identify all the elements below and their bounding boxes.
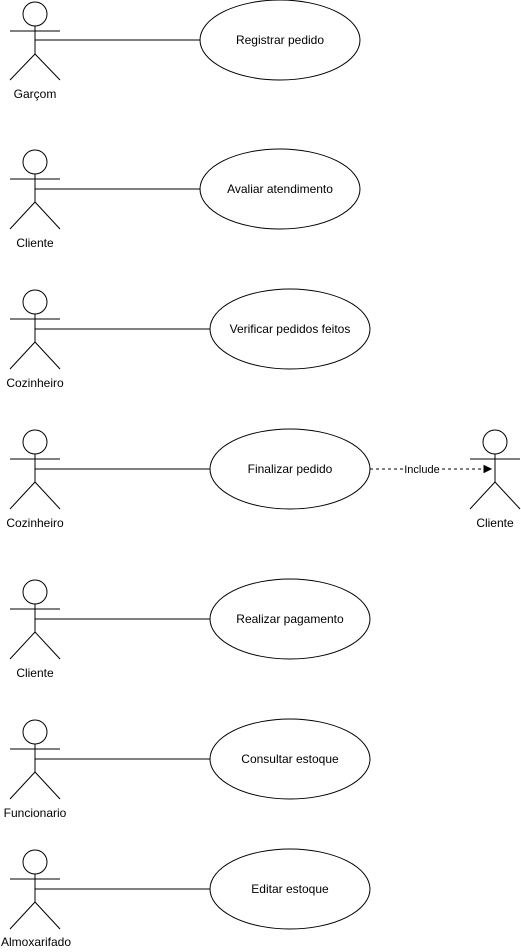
actor-label: Cozinheiro [6, 516, 64, 530]
include-arrowhead-icon [483, 464, 493, 474]
use-case-label: Consultar estoque [241, 752, 339, 766]
use-case-label: Registrar pedido [236, 33, 324, 47]
use-case-ellipse[interactable] [199, 0, 361, 81]
row-7: Almoxarifado Editar estoque [1, 848, 371, 949]
actor-label: Almoxarifado [1, 935, 71, 949]
use-case-ellipse[interactable] [209, 848, 371, 930]
row-6: Funcionario Consultar estoque [4, 718, 371, 820]
use-case-ellipse[interactable] [209, 288, 371, 370]
row-5: Cliente Realizar pagamento [9, 578, 371, 680]
use-case-label: Finalizar pedido [248, 462, 333, 476]
actor-figure[interactable] [9, 1, 61, 81]
actor-figure[interactable] [9, 429, 61, 510]
row-1: Garçom Registrar pedido [9, 0, 361, 101]
use-case-ellipse[interactable] [199, 148, 361, 230]
actor-figure[interactable] [9, 149, 61, 230]
actor-figure[interactable] [9, 579, 61, 660]
use-case-label: Editar estoque [251, 882, 329, 896]
actor-label: Cliente [16, 666, 54, 680]
use-case-label: Verificar pedidos feitos [230, 322, 351, 336]
use-case-ellipse[interactable] [209, 578, 371, 660]
row-4: Cozinheiro Finalizar pedido Include Clie… [6, 428, 521, 530]
actor-figure[interactable] [9, 849, 61, 930]
actor-label: Cliente [16, 236, 54, 250]
row-2: Cliente Avaliar atendimento [9, 148, 361, 250]
use-case-label: Avaliar atendimento [227, 182, 333, 196]
use-case-ellipse[interactable] [209, 718, 371, 800]
use-case-label: Realizar pagamento [236, 612, 344, 626]
actor-label: Garçom [14, 87, 57, 101]
actor-figure[interactable] [469, 429, 521, 510]
actor-figure[interactable] [9, 289, 61, 370]
actor-label: Cozinheiro [6, 376, 64, 390]
actor-label: Cliente [476, 516, 514, 530]
include-label: Include [404, 464, 439, 476]
actor-label: Funcionario [4, 806, 67, 820]
actor-figure[interactable] [9, 719, 61, 800]
row-3: Cozinheiro Verificar pedidos feitos [6, 288, 371, 390]
